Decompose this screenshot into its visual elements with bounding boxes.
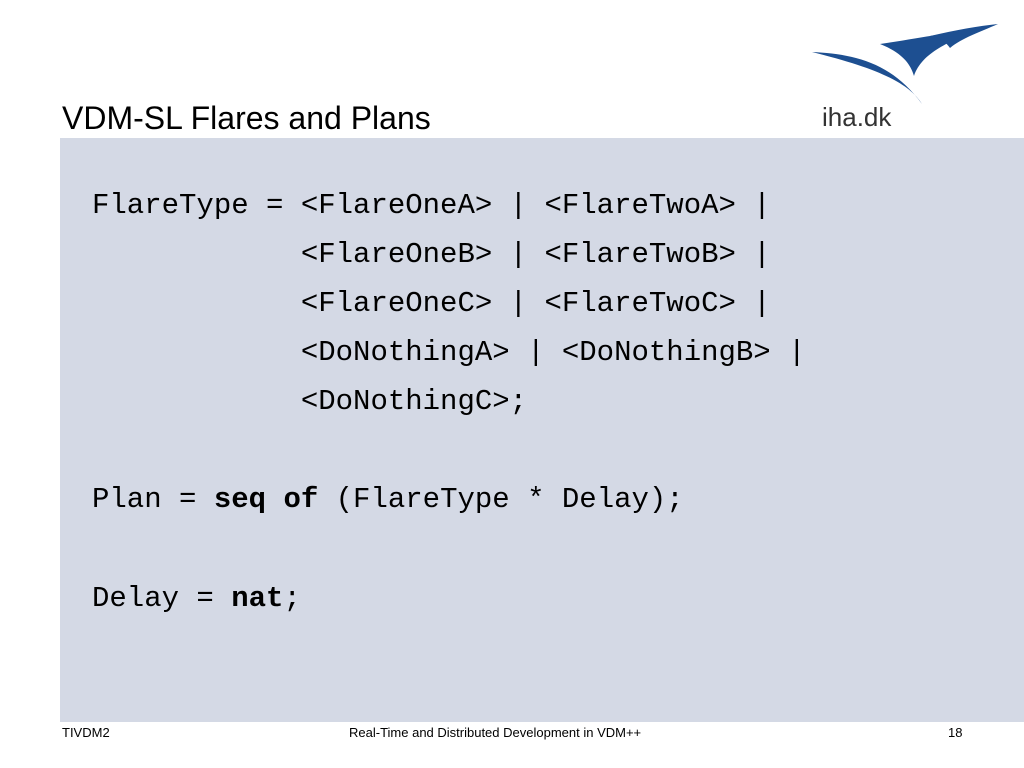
code-line-flaretype-3: <FlareOneC> | <FlareTwoC> | bbox=[92, 287, 771, 320]
iha-logo-icon bbox=[812, 24, 998, 104]
delay-keyword: nat bbox=[231, 582, 284, 615]
plan-suffix: (FlareType * Delay); bbox=[318, 483, 684, 516]
footer-page-number: 18 bbox=[948, 725, 963, 740]
slide-title: VDM-SL Flares and Plans bbox=[62, 100, 431, 136]
footer-course-title: Real-Time and Distributed Development in… bbox=[349, 725, 642, 740]
code-line-flaretype-2: <FlareOneB> | <FlareTwoB> | bbox=[92, 238, 771, 271]
logo-text: iha.dk bbox=[822, 102, 892, 132]
code-line-flaretype-5: <DoNothingC>; bbox=[92, 385, 528, 418]
delay-prefix: Delay = bbox=[92, 582, 232, 615]
code-line-delay: Delay = nat; bbox=[92, 574, 301, 623]
code-line-plan: Plan = seq of (FlareType * Delay); bbox=[92, 475, 684, 524]
plan-keyword: seq of bbox=[213, 483, 319, 516]
code-line-flaretype-4: <DoNothingA> | <DoNothingB> | bbox=[92, 336, 806, 369]
footer-course-code: TIVDM2 bbox=[62, 725, 110, 740]
code-line-flaretype-1: FlareType = <FlareOneA> | <FlareTwoA> | bbox=[92, 189, 771, 222]
content-box bbox=[60, 138, 1024, 722]
plan-prefix: Plan = bbox=[92, 483, 214, 516]
delay-suffix: ; bbox=[283, 582, 301, 615]
